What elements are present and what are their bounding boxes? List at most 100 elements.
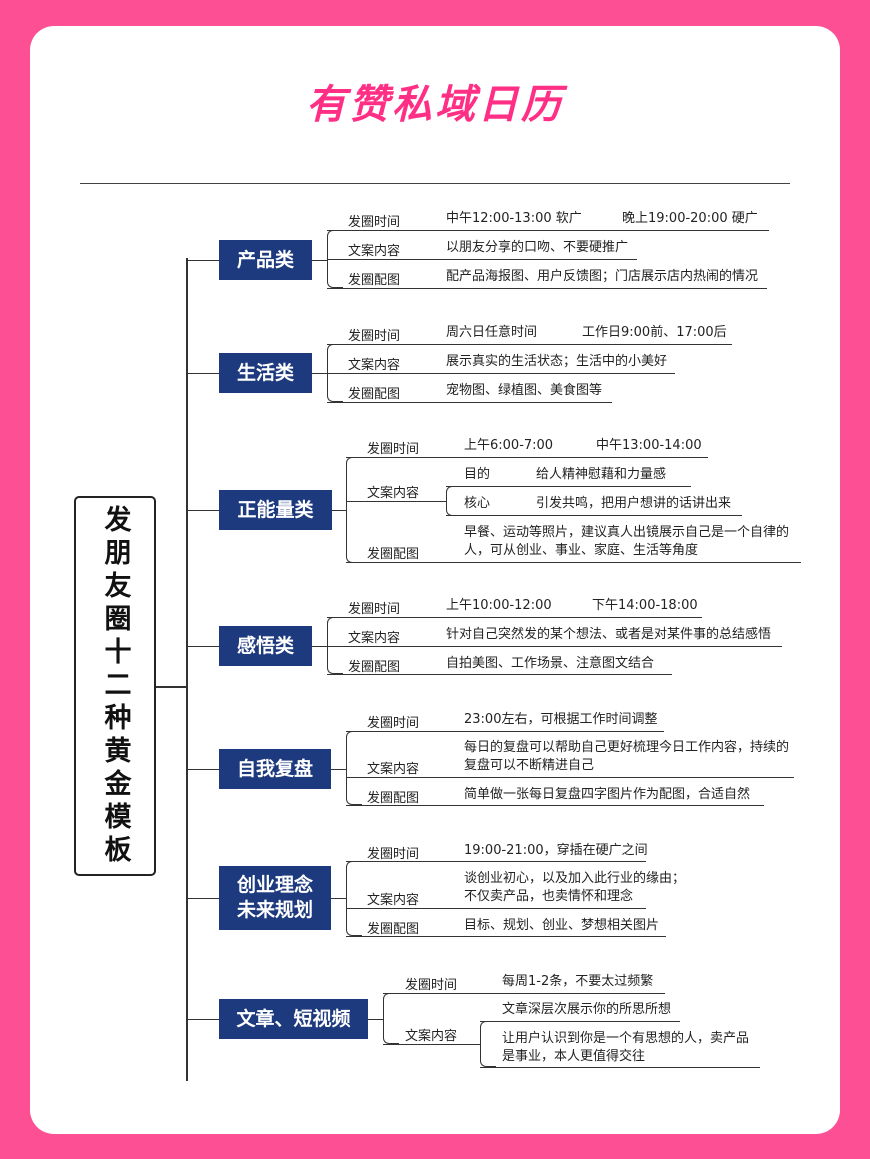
row-underline	[346, 562, 801, 563]
category-line-2: 未来规划	[236, 899, 313, 921]
row-value: 针对自己突然发的某个想法、或者是对某件事的总结感悟	[446, 627, 772, 642]
sub-label: 目的	[464, 467, 491, 482]
row-underline	[446, 515, 742, 516]
branch-stub	[331, 769, 346, 770]
row-value: 以朋友分享的口吻、不要硬推广	[446, 240, 629, 255]
sub-value: 是事业，本人更值得交往	[502, 1049, 646, 1064]
row-underline	[346, 731, 664, 732]
sub-label: 核心	[464, 496, 491, 511]
root-connector	[156, 686, 187, 688]
branch-stub	[312, 646, 327, 647]
row-underline	[327, 230, 769, 231]
sub-value: 让用户认识到你是一个有思想的人，卖产品	[502, 1031, 750, 1046]
row-underline	[327, 646, 782, 647]
root-label: 发朋友圈十二种黄金模板	[99, 504, 131, 868]
row-label: 文案内容	[367, 762, 420, 777]
row-label: 发圈配图	[348, 660, 401, 675]
cat-stub	[186, 769, 219, 770]
row-value: 人，可从创业、事业、家庭、生活等角度	[464, 543, 699, 558]
row-label: 文案内容	[348, 244, 401, 259]
row-underline	[480, 1021, 680, 1022]
row-label: 发圈配图	[367, 922, 420, 937]
branch-stub	[312, 373, 327, 374]
row-underline	[327, 402, 612, 403]
row-label: 发圈配图	[348, 387, 401, 402]
row-value: 早餐、运动等照片，建议真人出镜展示自己是一个自律的	[464, 525, 790, 540]
content-card	[30, 26, 840, 1134]
cat-stub	[186, 1019, 219, 1020]
row-value: 谈创业初心，以及加入此行业的缘由；	[464, 871, 686, 886]
branch-bracket	[383, 993, 399, 1044]
category-articles-videos: 文章、短视频	[219, 999, 368, 1039]
branch-bracket	[346, 731, 362, 805]
row-underline	[383, 1044, 480, 1045]
row-value: 工作日9:00前、17:00后	[582, 325, 727, 340]
sub-value: 给人精神慰藉和力量感	[536, 467, 667, 482]
row-value: 每日的复盘可以帮助自己更好梳理今日工作内容，持续的	[464, 740, 790, 755]
row-value: 宠物图、绿植图、美食图等	[446, 383, 603, 398]
row-value: 上午10:00-12:00	[446, 598, 552, 613]
row-value: 19:00-21:00，穿插在硬广之间	[464, 843, 648, 858]
row-label: 发圈时间	[348, 215, 401, 230]
branch-bracket	[346, 457, 362, 563]
cat-stub	[186, 260, 219, 261]
category-insight: 感悟类	[219, 626, 312, 666]
row-value: 展示真实的生活状态；生活中的小美好	[446, 354, 668, 369]
row-label: 发圈配图	[367, 547, 420, 562]
branch-stub	[368, 1019, 383, 1020]
row-underline	[446, 486, 691, 487]
row-label: 发圈时间	[367, 847, 420, 862]
row-value: 下午14:00-18:00	[592, 598, 698, 613]
category-line-1: 创业理念	[236, 874, 313, 896]
row-underline	[346, 777, 794, 778]
row-value: 每周1-2条，不要太过频繁	[502, 974, 654, 989]
category-review: 自我复盘	[219, 749, 331, 789]
row-value: 周六日任意时间	[446, 325, 538, 340]
category-vision: 创业理念 未来规划	[219, 866, 331, 930]
row-underline	[327, 674, 672, 675]
row-underline	[383, 993, 665, 994]
row-label: 文案内容	[405, 1029, 458, 1044]
category-product: 产品类	[219, 240, 312, 280]
row-value: 配产品海报图、用户反馈图；门店展示店内热闹的情况	[446, 269, 759, 284]
branch-stub	[312, 260, 327, 261]
branch-bracket	[346, 861, 362, 936]
row-value: 目标、规划、创业、梦想相关图片	[464, 918, 660, 933]
row-value: 不仅卖产品，也卖情怀和理念	[464, 889, 634, 904]
page-title: 有赞私域日历	[306, 82, 564, 128]
row-value: 简单做一张每日复盘四字图片作为配图，合适自然	[464, 787, 751, 802]
sub-bracket	[480, 1021, 496, 1067]
row-label: 发圈时间	[367, 442, 420, 457]
row-underline	[327, 617, 702, 618]
row-underline	[327, 344, 732, 345]
sub-bracket	[446, 486, 460, 516]
row-label: 发圈时间	[367, 716, 420, 731]
row-label: 发圈时间	[348, 602, 401, 617]
row-label: 发圈时间	[405, 978, 458, 993]
row-value: 复盘可以不断精进自己	[464, 758, 595, 773]
row-underline	[346, 861, 646, 862]
row-label: 发圈配图	[367, 791, 420, 806]
sub-value: 文章深层次展示你的所思所想	[502, 1002, 672, 1017]
row-underline	[346, 936, 666, 937]
row-value: 中午12:00-13:00 软广	[446, 211, 582, 226]
row-underline	[327, 373, 675, 374]
row-underline	[327, 259, 637, 260]
row-underline	[346, 908, 646, 909]
row-label: 文案内容	[367, 486, 420, 501]
row-value: 晚上19:00-20:00 硬广	[622, 211, 758, 226]
category-life: 生活类	[219, 353, 312, 393]
row-label: 发圈配图	[348, 273, 401, 288]
branch-stub	[331, 898, 346, 899]
row-label: 文案内容	[348, 358, 401, 373]
row-value: 23:00左右，可根据工作时间调整	[464, 712, 658, 727]
row-underline	[346, 457, 708, 458]
cat-stub	[186, 646, 219, 647]
row-underline	[327, 288, 767, 289]
root-node: 发朋友圈十二种黄金模板	[74, 496, 156, 876]
cat-stub	[186, 510, 219, 511]
title-divider	[80, 183, 790, 184]
row-value: 中午13:00-14:00	[596, 438, 702, 453]
row-label: 文案内容	[367, 893, 420, 908]
category-positive: 正能量类	[219, 490, 332, 530]
